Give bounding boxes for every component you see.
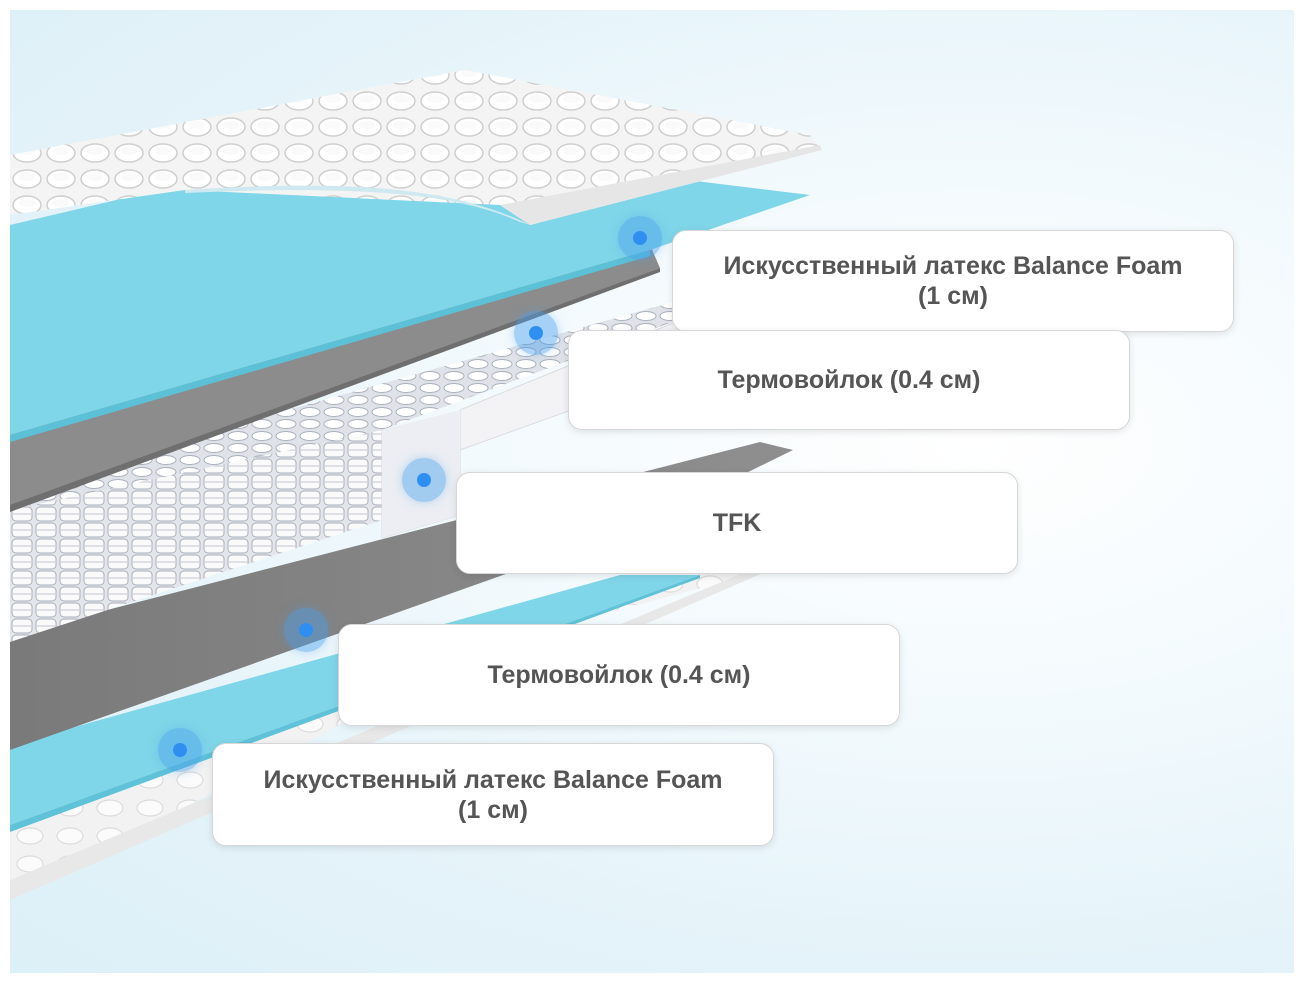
marker-dot	[299, 623, 313, 637]
marker-dot	[417, 473, 431, 487]
diagram-background: Искусственный латекс Balance Foam (1 см)…	[10, 10, 1294, 973]
spring-block	[10, 430, 382, 642]
label-bottom-latex: Искусственный латекс Balance Foam (1 см)	[212, 743, 774, 846]
marker-dot	[529, 326, 543, 340]
label-text: Термовойлок (0.4 см)	[717, 366, 981, 394]
label-text: TFK	[712, 509, 762, 537]
label-bottom-felt: Термовойлок (0.4 см)	[338, 624, 900, 726]
marker-dot	[173, 743, 187, 757]
marker-bottom-felt	[284, 608, 328, 652]
mattress-illustration	[10, 70, 822, 900]
label-text: Искусственный латекс Balance Foam (1 см)	[723, 252, 1183, 310]
top-felt-layer	[10, 245, 660, 510]
marker-bottom-latex	[158, 728, 202, 772]
label-text: Термовойлок (0.4 см)	[487, 661, 751, 689]
marker-top-latex	[618, 216, 662, 260]
label-top-latex: Искусственный латекс Balance Foam (1 см)	[672, 230, 1234, 332]
top-latex-layer	[10, 170, 810, 435]
label-text: Искусственный латекс Balance Foam (1 см)	[263, 765, 723, 824]
marker-springs	[402, 458, 446, 502]
label-springs: TFK	[456, 472, 1018, 574]
label-top-felt: Термовойлок (0.4 см)	[568, 330, 1130, 430]
marker-top-felt	[514, 311, 558, 355]
marker-dot	[633, 231, 647, 245]
